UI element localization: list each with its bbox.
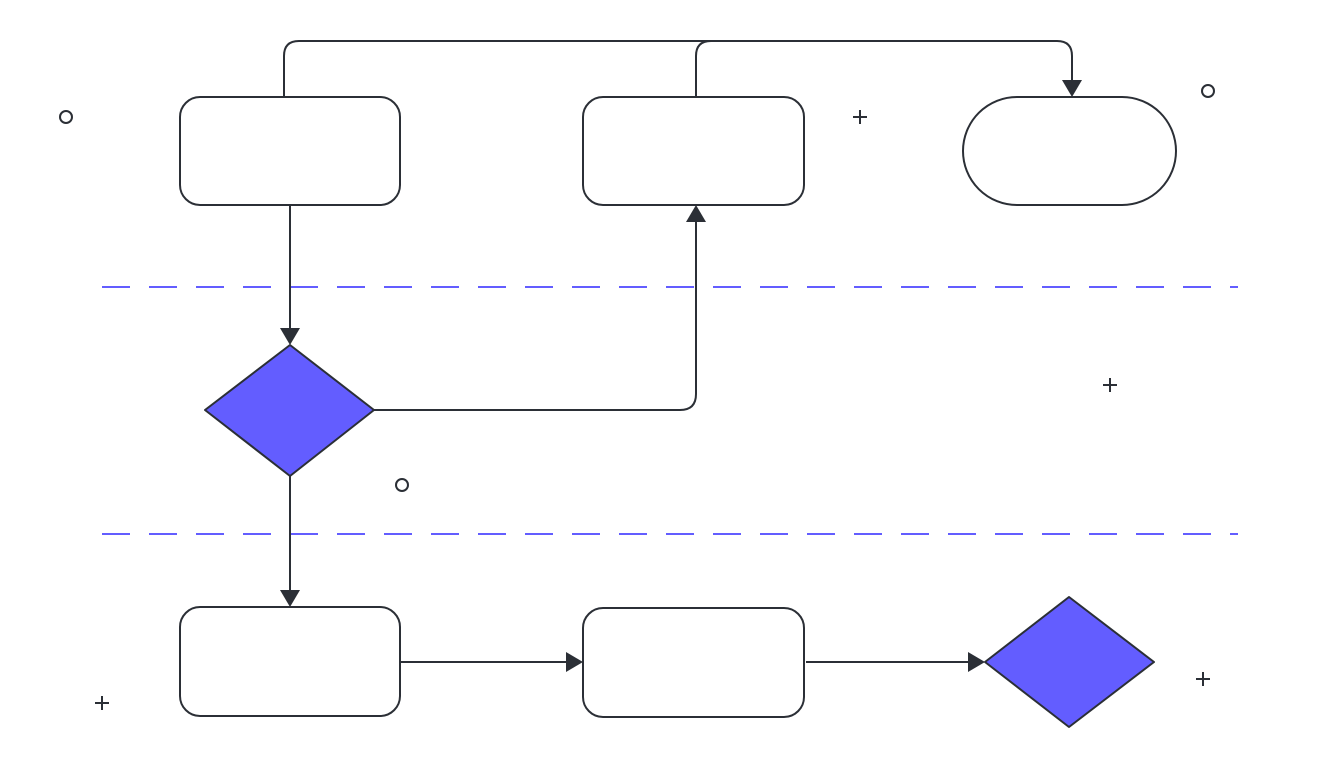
process-node-2[interactable] (582, 96, 805, 206)
edge-decision-1-to-process-2 (374, 221, 697, 411)
plus-icon (1196, 672, 1210, 686)
terminal-node[interactable] (962, 96, 1177, 206)
circle-icon (59, 110, 73, 124)
arrowhead-process-2 (686, 205, 706, 222)
edge-process-2-to-terminal-1 (695, 40, 766, 97)
arrowhead-decision-1 (280, 328, 300, 345)
process-node-3[interactable] (179, 606, 401, 717)
decision-node-1[interactable] (204, 344, 375, 477)
arrowhead-decision-2 (968, 652, 985, 672)
arrowhead-process-3 (280, 590, 300, 607)
connectors (280, 40, 1082, 672)
plus-icon (1103, 378, 1117, 392)
circle-icon (1201, 84, 1215, 98)
arrowhead-terminal-1 (1062, 80, 1082, 97)
process-node-4[interactable] (582, 607, 805, 718)
arrowhead-process-4 (566, 652, 583, 672)
circle-icon (395, 478, 409, 492)
decorations (59, 84, 1215, 710)
edge-process-1-to-terminal-1 (283, 40, 1073, 97)
plus-icon (853, 110, 867, 124)
plus-icon (95, 696, 109, 710)
decision-node-2[interactable] (984, 596, 1155, 728)
nodes (179, 96, 1177, 728)
process-node-1[interactable] (179, 96, 401, 206)
